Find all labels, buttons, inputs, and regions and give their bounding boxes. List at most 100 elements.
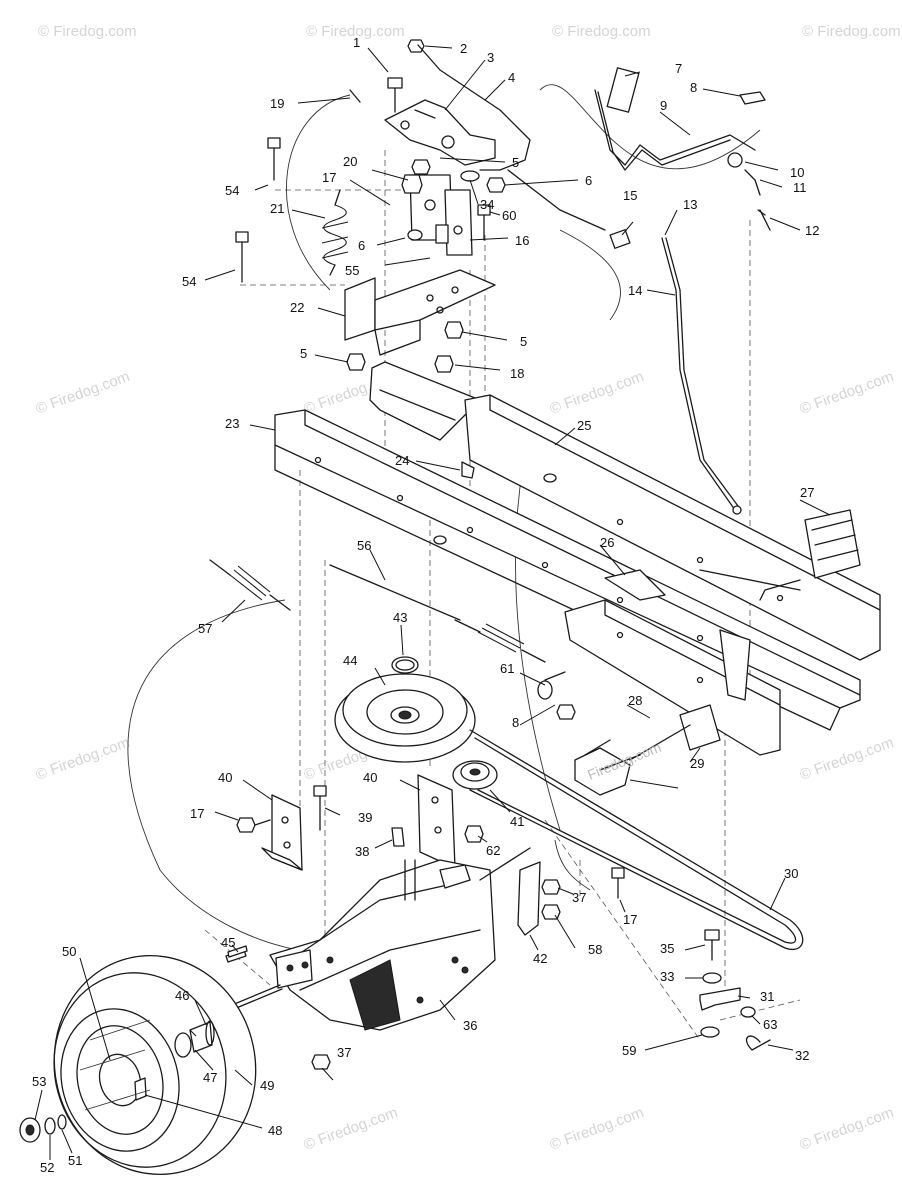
callout-30: 30	[784, 866, 798, 881]
alignment-lines	[127, 84, 801, 1041]
callout-41: 41	[510, 814, 524, 829]
springs	[209, 89, 771, 663]
callout-1: 1	[353, 35, 360, 50]
callout-28: 28	[628, 693, 642, 708]
callout-3: 3	[487, 50, 494, 65]
callout-21: 21	[270, 201, 284, 216]
callout-13: 13	[683, 197, 697, 212]
shift-bracket-assembly	[344, 99, 496, 441]
brake-pedal	[759, 509, 861, 601]
callout-6: 6	[585, 173, 592, 188]
callout-43: 43	[393, 610, 407, 625]
callout-50: 50	[62, 944, 76, 959]
callout-35: 35	[660, 941, 674, 956]
callout-8: 8	[512, 715, 519, 730]
watermark: © Firedog.com	[552, 23, 651, 40]
callout-7: 7	[675, 61, 682, 76]
callout-22: 22	[290, 300, 304, 315]
leader-lines	[34, 45, 831, 1160]
callout-51: 51	[68, 1153, 82, 1168]
callout-12: 12	[805, 223, 819, 238]
watermark: © Firedog.com	[548, 368, 646, 418]
callout-47: 47	[203, 1070, 217, 1085]
callout-32: 32	[795, 1048, 809, 1063]
callout-45: 45	[221, 935, 235, 950]
watermark: © Firedog.com	[38, 23, 137, 40]
watermark: © Firedog.com	[548, 1104, 646, 1154]
rods-and-levers	[417, 44, 766, 515]
callout-15: 15	[623, 188, 637, 203]
callout-52: 52	[40, 1160, 54, 1175]
callouts: 1 2 3 4 7 8 9 19 5 20 10 6 17 11 54 34 1…	[32, 35, 819, 1175]
watermark: © Firedog.com	[34, 368, 132, 418]
callout-14: 14	[628, 283, 642, 298]
watermark: © Firedog.com	[302, 1104, 400, 1154]
callout-26: 26	[600, 535, 614, 550]
fasteners	[225, 39, 771, 1070]
watermark: © Firedog.com	[798, 1104, 896, 1154]
callout-31: 31	[760, 989, 774, 1004]
callout-37: 37	[337, 1045, 351, 1060]
watermark: © Firedog.com	[798, 368, 896, 418]
callout-8: 8	[690, 80, 697, 95]
callout-62: 62	[486, 843, 500, 858]
frame-rails	[274, 394, 881, 756]
callout-53: 53	[32, 1074, 46, 1089]
idler-pulley	[452, 760, 498, 790]
callout-58: 58	[588, 942, 602, 957]
watermark: © Firedog.com	[802, 23, 901, 40]
callout-40: 40	[363, 770, 377, 785]
callout-49: 49	[260, 1078, 274, 1093]
callout-17: 17	[322, 170, 336, 185]
callout-34: 34	[480, 197, 494, 212]
callout-55: 55	[345, 263, 359, 278]
callout-42: 42	[533, 951, 547, 966]
callout-25: 25	[577, 418, 591, 433]
mounting-brackets	[261, 774, 541, 936]
main-pulley	[334, 656, 476, 763]
callout-17: 17	[190, 806, 204, 821]
callout-23: 23	[225, 416, 239, 431]
callout-5: 5	[300, 346, 307, 361]
callout-27: 27	[800, 485, 814, 500]
callout-61: 61	[500, 661, 514, 676]
callout-44: 44	[343, 653, 357, 668]
callout-18: 18	[510, 366, 524, 381]
callout-37: 37	[572, 890, 586, 905]
callout-5: 5	[520, 334, 527, 349]
callout-36: 36	[463, 1018, 477, 1033]
callout-17: 17	[623, 912, 637, 927]
drive-belt	[469, 729, 804, 951]
watermark: © Firedog.com	[34, 734, 132, 784]
watermark: © Firedog.com	[306, 23, 405, 40]
callout-11: 11	[793, 180, 807, 195]
callout-38: 38	[355, 844, 369, 859]
callout-29: 29	[690, 756, 704, 771]
callout-40: 40	[218, 770, 232, 785]
callout-54: 54	[225, 183, 239, 198]
callout-56: 56	[357, 538, 371, 553]
callout-10: 10	[790, 165, 804, 180]
callout-24: 24	[395, 453, 409, 468]
callout-39: 39	[358, 810, 372, 825]
callout-6: 6	[358, 238, 365, 253]
callout-4: 4	[508, 70, 515, 85]
transaxle	[219, 847, 531, 1031]
callout-57: 57	[198, 621, 212, 636]
callout-16: 16	[515, 233, 529, 248]
callout-33: 33	[660, 969, 674, 984]
callout-2: 2	[460, 41, 467, 56]
callout-48: 48	[268, 1123, 282, 1138]
callout-59: 59	[622, 1043, 636, 1058]
callout-63: 63	[763, 1017, 777, 1032]
callout-20: 20	[343, 154, 357, 169]
callout-54: 54	[182, 274, 196, 289]
callout-9: 9	[660, 98, 667, 113]
rear-wheel	[19, 954, 257, 1176]
brake-linkage	[574, 704, 721, 796]
callout-5: 5	[512, 155, 519, 170]
watermark: © Firedog.com	[798, 734, 896, 784]
callout-19: 19	[270, 96, 284, 111]
callout-46: 46	[175, 988, 189, 1003]
